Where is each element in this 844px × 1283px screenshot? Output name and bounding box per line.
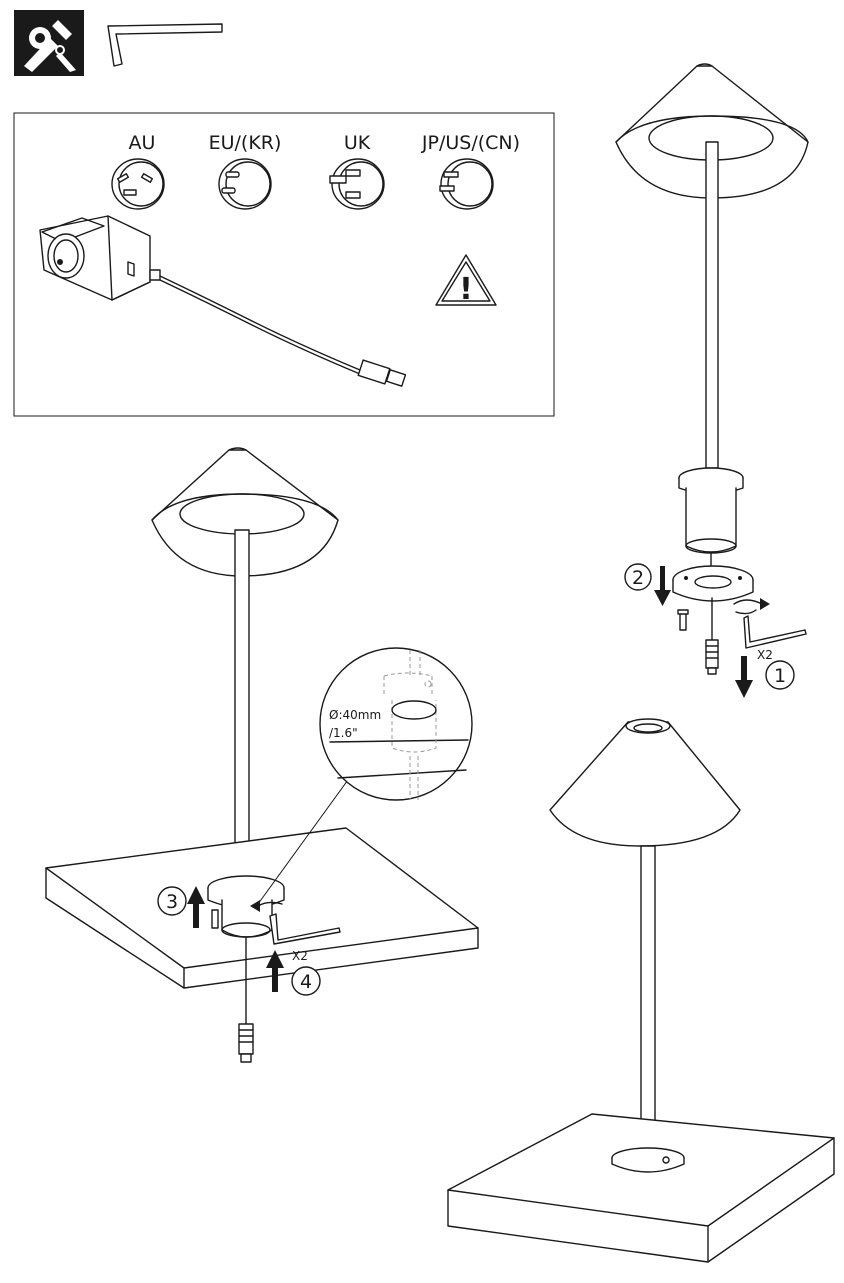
tools-required-icon [14, 10, 84, 76]
warning-symbol: ! [459, 272, 473, 307]
plug-au-icon [111, 158, 165, 210]
step-1-number: 1 [774, 665, 786, 687]
up-arrow-icon [187, 886, 205, 928]
allen-key-icon-step4 [269, 913, 341, 945]
allen-key-icon-step1 [743, 615, 807, 649]
step-4-marker: 4 [291, 966, 321, 996]
hole-diameter-metric: Ø:40mm [329, 708, 381, 722]
lamp-exploded-top [615, 63, 809, 675]
quantity-label-top: X2 [757, 648, 773, 662]
plug-jp-us-icon [439, 158, 494, 210]
plug-label-eu: EU/(KR) [209, 132, 282, 154]
allen-key-icon [107, 23, 223, 67]
down-arrow-icon-step1 [735, 656, 753, 698]
plug-uk-icon [329, 158, 385, 210]
step-3-number: 3 [166, 891, 178, 913]
plug-label-jp-us: JP/US/(CN) [421, 132, 520, 154]
down-arrow-icon [654, 566, 671, 606]
plug-eu-icon [218, 158, 272, 210]
step-4-number: 4 [300, 971, 312, 993]
plug-label-uk: UK [344, 132, 371, 154]
quantity-label-bottom: X2 [292, 949, 308, 963]
lamp-finished [447, 718, 835, 1263]
step-2-marker: 2 [624, 563, 652, 591]
power-adapter-box [13, 112, 555, 417]
hole-diameter-imperial: /1.6" [329, 726, 358, 740]
rotate-arrow-icon-step4 [250, 900, 283, 912]
plug-label-au: AU [129, 132, 156, 154]
step-2-number: 2 [632, 567, 644, 589]
step-1-marker: 1 [765, 660, 795, 690]
rotate-arrow-icon [733, 598, 770, 615]
power-adapter-icon [39, 215, 407, 387]
warning-triangle-icon: ! [435, 254, 497, 307]
up-arrow-icon-step4 [266, 950, 284, 992]
hole-detail-callout [257, 647, 473, 905]
step-3-marker: 3 [157, 886, 187, 916]
